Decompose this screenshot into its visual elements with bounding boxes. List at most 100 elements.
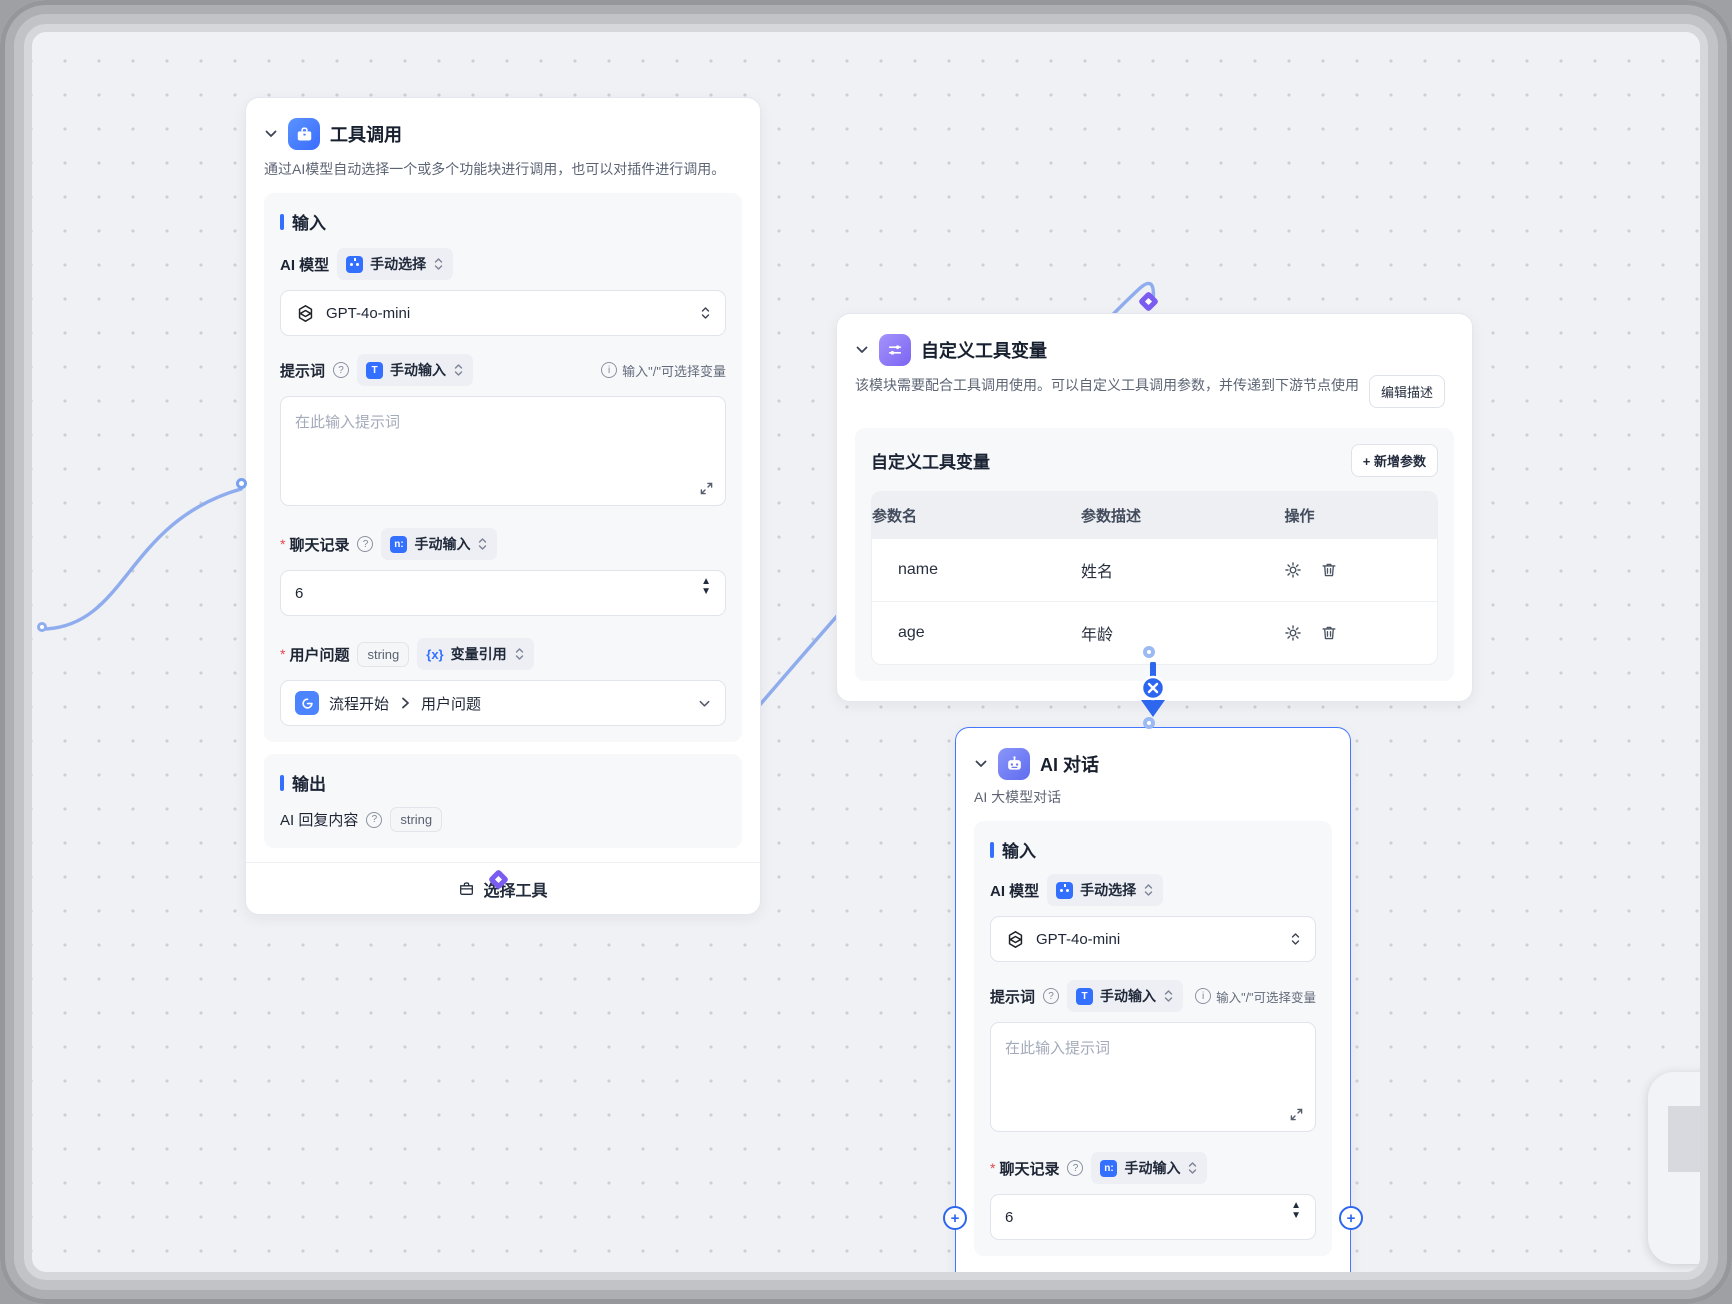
history-row: * 聊天记录 ? n: 手动输入 [990,1152,1316,1184]
ai-model-row: AI 模型 手动选择 [990,874,1316,906]
history-number-input[interactable]: 6 ▲ ▼ [280,570,726,617]
right-edge-panel[interactable] [1648,1072,1702,1264]
model-mode-chip[interactable]: 手动选择 [337,248,454,281]
node-title: 自定义工具变量 [921,341,1047,361]
briefcase-outline-icon [460,882,474,896]
input-section-heading: 输入 [990,837,1316,862]
edit-description-button[interactable]: 编辑描述 [1369,375,1446,408]
node-ai-chat[interactable]: AI 对话 AI 大模型对话 输入 AI 模型 手动选择 [955,727,1351,1274]
prompt-row: 提示词 ? T 手动输入 i 输入"/"可选择变量 [280,354,726,387]
expand-icon[interactable] [700,482,713,495]
help-icon[interactable]: ? [366,811,383,828]
node-title: AI 对话 [1040,755,1100,775]
params-table: 参数名 参数描述 操作 name 姓名 [871,491,1438,665]
node-description: 该模块需要配合工具调用使用。可以自定义工具调用参数，并传递到下游节点使用 [855,377,1359,393]
text-input-icon: T [366,361,384,379]
expand-icon[interactable] [1290,1108,1303,1121]
edge-params-to-chat[interactable] [1128,662,1178,722]
node-description: 通过AI模型自动选择一个或多个功能块进行调用，也可以对插件进行调用。 [264,161,726,177]
add-param-button[interactable]: + 新增参数 [1350,444,1438,477]
prompt-textarea[interactable]: 在此输入提示词 [280,396,726,507]
canvas-world[interactable]: 工具调用 通过AI模型自动选择一个或多个功能块进行调用，也可以对插件进行调用。 … [30,30,1702,1274]
node-tool-params-top-handle[interactable] [1137,290,1160,313]
help-icon[interactable]: ? [1043,988,1060,1004]
number-stepper[interactable]: ▲ ▼ [701,577,711,597]
output-row: AI 回复内容 ? string [280,807,726,833]
step-down-icon: ▼ [1291,1210,1301,1221]
sliders-icon [879,334,911,366]
openai-logo-icon [1008,930,1023,948]
step-up-icon: ▲ [1291,1200,1301,1211]
node-ai-chat-left-plus-handle[interactable]: + [943,1206,967,1230]
section-bar [280,774,284,791]
output-panel: 输出 AI 回复内容 ? string [264,754,742,849]
help-icon[interactable]: ? [333,362,350,379]
flow-canvas[interactable]: 工具调用 通过AI模型自动选择一个或多个功能块进行调用，也可以对插件进行调用。 … [30,30,1702,1274]
gear-icon[interactable] [1284,624,1302,642]
trash-icon[interactable] [1320,624,1338,642]
input-section-heading: 输入 [280,209,726,234]
output-section-heading: 输出 [280,770,726,795]
model-select[interactable]: GPT-4o-mini [990,916,1316,962]
prompt-mode-chip[interactable]: T 手动输入 [1067,980,1184,1012]
table-row: name 姓名 [872,539,1437,601]
type-badge: string [357,641,410,667]
panel-thumbnail [1668,1106,1702,1172]
updown-chevron-icon [515,648,523,660]
updown-chevron-icon [479,538,487,550]
required-asterisk: * [280,536,286,553]
variable-icon: {x} [426,646,444,662]
section-bar [990,841,994,858]
chevron-down-icon [699,700,710,707]
briefcase-icon [288,118,320,150]
history-mode-chip[interactable]: n: 手动输入 [1091,1152,1208,1184]
model-select[interactable]: GPT-4o-mini [280,290,726,337]
param-name: name [898,561,939,578]
collapse-chevron-icon[interactable] [855,343,869,357]
params-panel-header: 自定义工具变量 + 新增参数 [871,444,1438,477]
step-up-icon: ▲ [701,576,711,588]
table-header-row: 参数名 参数描述 操作 [872,492,1437,539]
info-icon: i [1195,988,1212,1004]
input-panel: 输入 AI 模型 手动选择 GPT-4o-mini [974,821,1332,1256]
history-row: * 聊天记录 ? n: 手动输入 [280,528,726,561]
text-input-icon: T [1076,987,1094,1005]
node-tool-call[interactable]: 工具调用 通过AI模型自动选择一个或多个功能块进行调用，也可以对插件进行调用。 … [245,97,761,916]
table-row: age 年龄 [872,601,1437,664]
collapse-chevron-icon[interactable] [264,127,278,141]
prompt-textarea[interactable]: 在此输入提示词 [990,1022,1316,1132]
number-stepper[interactable]: ▲ ▼ [1291,1201,1301,1221]
select-tool-button[interactable]: 选择工具 [246,862,760,914]
edge-incoming-left[interactable] [44,487,243,631]
history-number-input[interactable]: 6 ▲ ▼ [990,1194,1316,1240]
history-mode-chip[interactable]: n: 手动输入 [381,528,498,561]
question-mode-chip[interactable]: {x} 变量引用 [417,638,534,671]
node-ai-chat-top-handle[interactable] [1143,717,1155,729]
trash-icon[interactable] [1320,561,1338,579]
gear-icon[interactable] [1284,561,1302,579]
chevron-right-icon [402,697,409,709]
model-mode-chip[interactable]: 手动选择 [1047,874,1164,906]
node-tool-params-bottom-handle[interactable] [1143,646,1155,658]
step-down-icon: ▼ [701,586,711,598]
collapse-chevron-icon[interactable] [974,757,988,771]
updown-chevron-icon [1164,990,1173,1002]
question-value-select[interactable]: 流程开始 用户问题 [280,680,726,727]
node-ai-chat-right-plus-handle[interactable]: + [1339,1206,1363,1230]
input-panel: 输入 AI 模型 手动选择 GPT-4o-mini [264,193,742,743]
updown-chevron-icon [1144,884,1153,896]
node-tool-params[interactable]: 自定义工具变量 该模块需要配合工具调用使用。可以自定义工具调用参数，并传递到下游… [836,313,1473,702]
help-icon[interactable]: ? [357,536,374,553]
info-icon: i [601,362,618,379]
section-bar [280,213,284,230]
edge-endpoint-handle[interactable] [37,622,47,632]
robot-icon [998,748,1030,780]
prompt-mode-chip[interactable]: T 手动输入 [357,354,474,387]
updown-chevron-icon [434,258,443,270]
node-tool-call-left-handle[interactable] [236,478,247,489]
question-row: * 用户问题 string {x} 变量引用 [280,638,726,671]
node-ai-chat-header: AI 对话 [974,748,1332,780]
param-desc: 年龄 [1081,627,1114,644]
help-icon[interactable]: ? [1067,1160,1084,1176]
params-panel: 自定义工具变量 + 新增参数 参数名 参数描述 操作 name 姓名 [855,428,1454,681]
